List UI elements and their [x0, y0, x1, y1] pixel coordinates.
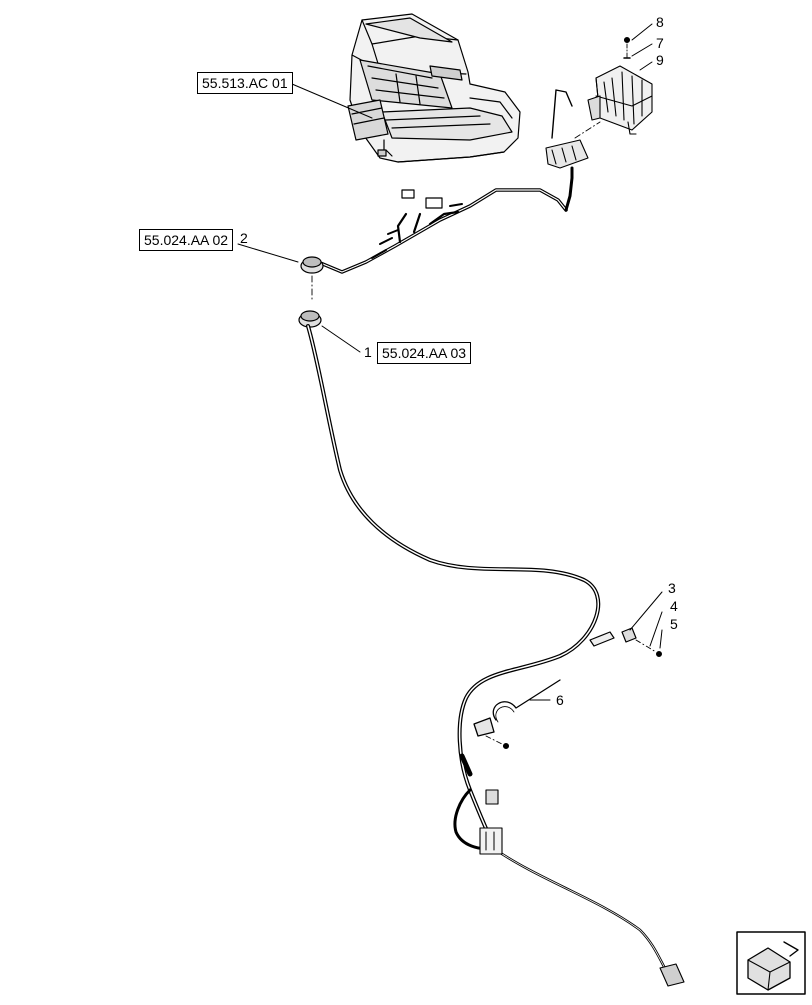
callout-3: 3	[668, 580, 676, 596]
callout-6: 6	[556, 692, 564, 708]
upper-harness	[316, 166, 574, 274]
callout-1: 1	[364, 344, 372, 360]
callout-7: 7	[656, 35, 664, 51]
callout-8: 8	[656, 14, 664, 30]
grommet-upper	[300, 256, 324, 301]
reference-harness-upper[interactable]: 55.024.AA 02	[139, 229, 234, 251]
leader-console	[291, 83, 373, 119]
reference-harness-main[interactable]: 55.024.AA 03	[377, 342, 472, 364]
leader-2	[237, 243, 299, 263]
callout-2: 2	[240, 230, 248, 246]
clip-assembly	[589, 627, 662, 657]
main-harness	[306, 324, 685, 987]
callout-5: 5	[670, 616, 678, 632]
callout-4: 4	[670, 598, 678, 614]
cable-tie	[473, 679, 561, 750]
leader-1	[321, 325, 361, 353]
console-assembly	[347, 13, 521, 163]
grommet-lower	[298, 310, 322, 328]
callout-9: 9	[656, 52, 664, 68]
relay-block	[545, 36, 653, 169]
next-page-arrow-icon[interactable]	[736, 931, 806, 995]
reference-console[interactable]: 55.513.AC 01	[197, 72, 293, 94]
